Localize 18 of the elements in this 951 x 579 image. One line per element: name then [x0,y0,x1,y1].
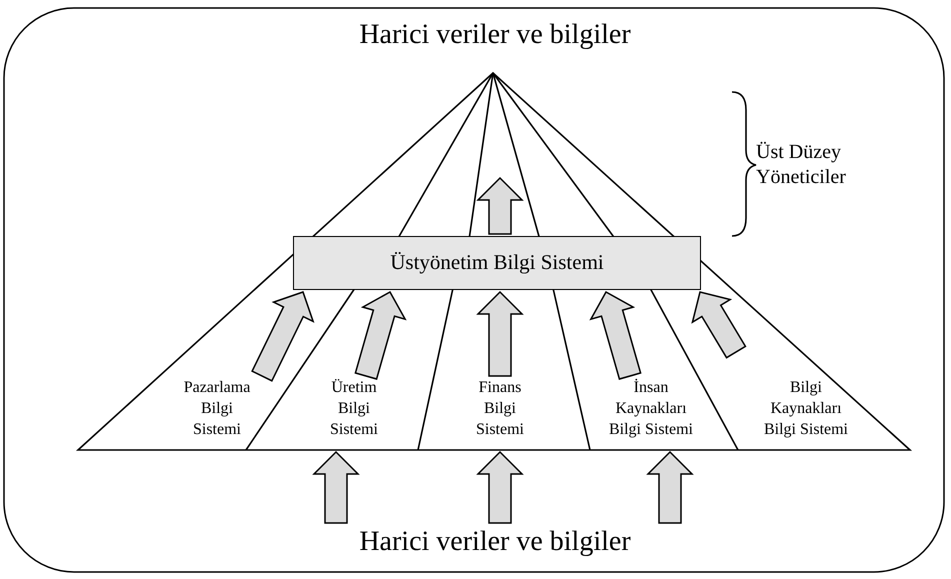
heading: Harici veriler ve bilgiler [358,18,632,52]
block-arrow [691,291,746,359]
block-arrow [476,176,524,235]
block-arrow [476,450,524,524]
system-label: Finans Bilgi Sistemi [474,378,525,440]
system-label: Bilgi Kaynakları Bilgi Sistemi [762,378,849,440]
block-arrow [589,290,642,380]
system-label: İnsan Kaynakları Bilgi Sistemi [608,378,694,440]
heading: Harici veriler ve bilgiler [358,525,632,559]
block-arrow [251,291,314,382]
block-arrow [354,290,407,380]
block-arrow [476,290,524,377]
block-arrow [646,450,694,524]
block-arrow [312,450,360,524]
system-label: Üretim Bilgi Sistemi [328,378,379,440]
system-label: Pazarlama Bilgi Sistemi [182,378,252,440]
process-box: Üstyönetim Bilgi Sistemi [293,236,701,290]
group-label: Üst Düzey Yöneticiler [756,140,847,190]
